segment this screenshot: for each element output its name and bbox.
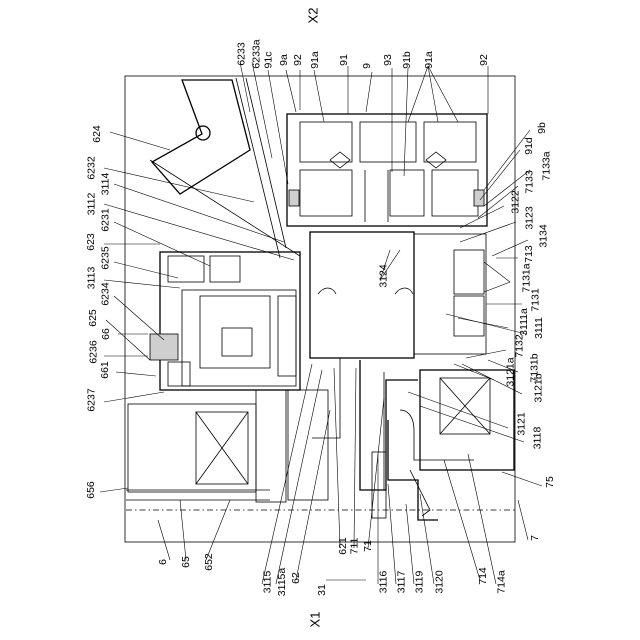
drawing-sheet: X2 X1 [0,0,640,640]
leader-lines [0,0,640,640]
